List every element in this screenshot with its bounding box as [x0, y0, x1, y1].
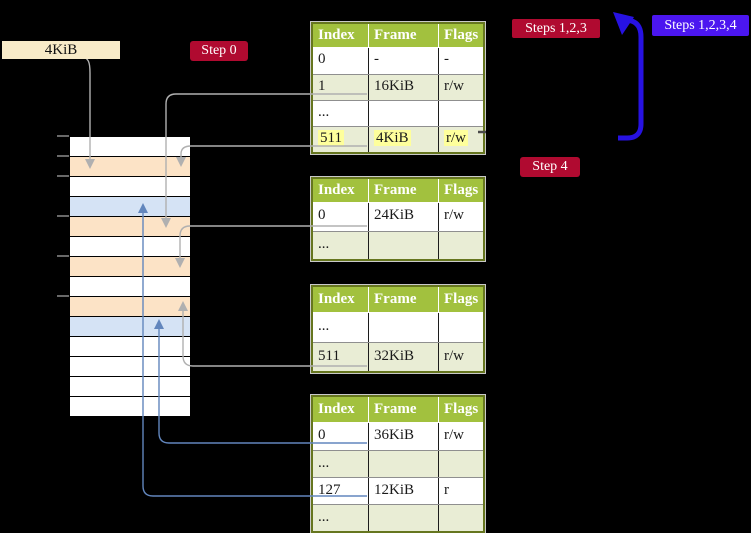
page-table-bottom-row-...: ...	[313, 450, 483, 477]
column-header-index: Index	[313, 397, 369, 422]
table-cell: 0	[313, 48, 369, 74]
memory-frame-row-12	[70, 377, 190, 397]
page-table-second-row-...: ...	[313, 231, 483, 259]
loopback-arrowhead	[613, 12, 634, 35]
table-cell	[439, 505, 483, 531]
table-cell: ...	[313, 232, 369, 259]
table-cell	[369, 451, 439, 477]
table-cell: -	[444, 51, 449, 67]
column-header-flags: Flags	[444, 291, 479, 307]
table-cell: 0	[313, 423, 369, 450]
memory-frame-row-11	[70, 357, 190, 377]
table-cell: 511	[313, 127, 369, 152]
table-cell: 12KiB	[369, 478, 439, 504]
table-cell: r	[444, 482, 449, 498]
column-header-flags: Flags	[444, 182, 479, 198]
column-header-frame: Frame	[369, 24, 439, 47]
table-cell: ...	[313, 313, 369, 342]
table-cell: 32KiB	[369, 343, 439, 371]
memory-frame-row-2	[70, 177, 190, 197]
column-header-flags: Flags	[444, 401, 479, 417]
memory-frame-row-1	[70, 157, 190, 177]
column-header-index: Index	[313, 287, 369, 312]
table-cell: ...	[313, 101, 369, 126]
column-header-frame: Frame	[369, 287, 439, 312]
page-table-top-row-511: 511 4KiB r/w	[313, 126, 483, 152]
table-cell: ...	[313, 505, 369, 531]
table-cell	[369, 232, 439, 259]
table-cell	[369, 313, 439, 342]
memory-frame-row-10	[70, 337, 190, 357]
table-cell: 0	[313, 203, 369, 231]
column-header-flags: Flags	[444, 27, 479, 43]
memory-frame-row-6	[70, 257, 190, 277]
memory-frame-row-13	[70, 397, 190, 417]
column-header-frame: Frame	[369, 397, 439, 422]
table-cell	[369, 101, 439, 126]
table-cell: 36KiB	[369, 423, 439, 450]
table-cell: r/w	[444, 427, 464, 443]
table-cell	[439, 313, 483, 342]
memory-frame-row-0	[70, 137, 190, 157]
memory-frame-row-9	[70, 317, 190, 337]
badge-step-0: Step 0	[190, 41, 248, 61]
badge-steps-123: Steps 1,2,3	[512, 19, 600, 38]
table-cell: 511	[313, 343, 369, 371]
table-cell: r/w	[444, 348, 464, 364]
table-cell: ...	[313, 451, 369, 477]
column-header-index: Index	[313, 24, 369, 47]
table-cell	[439, 101, 483, 126]
table-cell: 24KiB	[369, 203, 439, 231]
highlighted-value: 511	[318, 130, 344, 146]
memory-frame-row-8	[70, 297, 190, 317]
page-table-top-row-0: 0--	[313, 48, 483, 74]
badge-steps-1234: Steps 1,2,3,4	[652, 15, 749, 36]
highlighted-value: r/w	[444, 130, 468, 146]
page-table-bottom-row-...: ...	[313, 504, 483, 531]
highlighted-value: 4KiB	[374, 130, 411, 146]
table-cell	[369, 505, 439, 531]
table-cell: r/w	[444, 207, 464, 223]
page-table-third-row-...: ...	[313, 313, 483, 342]
page-table-top-row-...: ...	[313, 100, 483, 126]
page-size-label: 4KiB	[2, 41, 120, 59]
memory-frame-row-3	[70, 197, 190, 217]
table-cell: r/w	[439, 127, 483, 152]
column-header-index: Index	[313, 179, 369, 202]
memory-address-ticks	[57, 135, 69, 297]
table-cell: 16KiB	[369, 75, 439, 100]
loopback-arrow	[618, 18, 644, 141]
table-cell: 127	[313, 478, 369, 504]
table-cell: 4KiB	[369, 127, 439, 152]
table-cell: -	[369, 48, 439, 74]
column-header-frame: Frame	[369, 179, 439, 202]
table-cell	[439, 451, 483, 477]
badge-step-4: Step 4	[520, 157, 580, 177]
table-cell: r/w	[444, 78, 464, 94]
memory-frame-row-4	[70, 217, 190, 237]
memory-frame-row-5	[70, 237, 190, 257]
memory-frame-row-7	[70, 277, 190, 297]
table-cell	[439, 232, 483, 259]
physical-memory-strip	[70, 136, 190, 417]
table-cell: 1	[313, 75, 369, 100]
